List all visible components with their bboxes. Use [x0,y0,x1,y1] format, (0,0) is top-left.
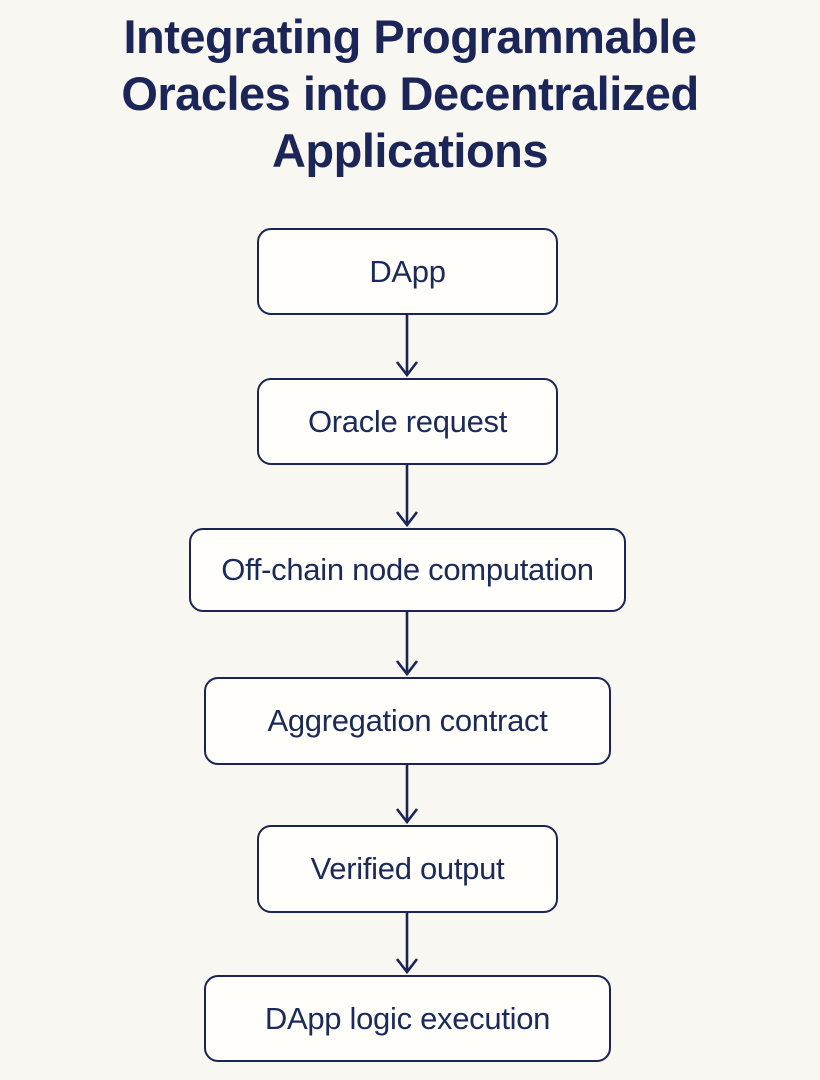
node-label: DApp [369,253,446,289]
arrow-down-icon [395,465,419,528]
flow-arrow-down-icon [390,315,424,378]
arrow-down-icon [395,315,419,378]
arrow-down-icon [395,913,419,975]
flow-node-dapp-logic-execution: DApp logic execution [204,975,611,1062]
flow-node-dapp: DApp [257,228,558,315]
arrow-down-icon [395,765,419,825]
diagram-title: Integrating Programmable Oracles into De… [0,8,820,179]
node-label: Aggregation contract [267,703,548,738]
flow-node-off-chain-node-computation: Off-chain node computation [189,528,626,612]
title-line-3: Applications [271,124,549,177]
flow-node-verified-output: Verified output [257,825,558,913]
flow-node-oracle-request: Oracle request [257,378,558,465]
title-line-2: Oracles into Decentralized [121,67,699,120]
flow-arrow-down-icon [390,913,424,975]
arrow-down-icon [395,612,419,677]
node-label: Off-chain node computation [221,552,594,587]
node-label: Verified output [310,851,505,886]
node-label: DApp logic execution [264,1000,551,1036]
title-line-1: Integrating Programmable [123,10,698,63]
flow-arrow-down-icon [390,612,424,677]
node-label: Oracle request [307,403,508,439]
flow-node-aggregation-contract: Aggregation contract [204,677,611,765]
flow-arrow-down-icon [390,465,424,528]
flow-arrow-down-icon [390,765,424,825]
